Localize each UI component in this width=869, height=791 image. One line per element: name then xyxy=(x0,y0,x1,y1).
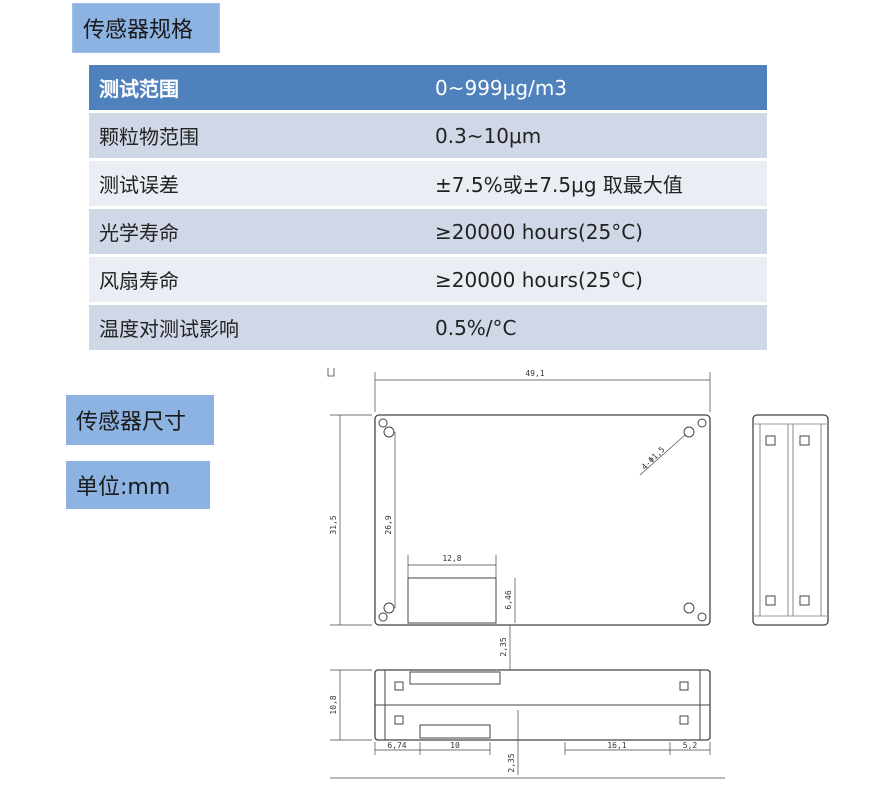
mount-hole xyxy=(697,612,707,622)
row-label: 测试误差 xyxy=(89,161,425,206)
dim-right-length: 16,1 xyxy=(607,741,626,750)
dim-left-offset: 6,74 xyxy=(387,741,406,750)
table-row: 颗粒物范围 0.3~10μm xyxy=(89,113,767,158)
row-value: ≥20000 hours(25°C) xyxy=(425,257,767,302)
dim-window-height: 6,46 xyxy=(504,590,513,609)
row-value: ≥20000 hours(25°C) xyxy=(425,209,767,254)
mount-hole xyxy=(378,612,388,622)
dim-gap: 2,35 xyxy=(499,637,508,656)
spec-table: 测试范围 0~999μg/m3 颗粒物范围 0.3~10μm 测试误差 ±7.5… xyxy=(89,62,767,353)
dim-hole-distance: 26,9 xyxy=(384,515,393,534)
row-label: 光学寿命 xyxy=(89,209,425,254)
row-label: 测试范围 xyxy=(89,65,425,110)
row-label: 风扇寿命 xyxy=(89,257,425,302)
unit-label: 单位:mm xyxy=(66,461,210,509)
dim-side-height: 10,8 xyxy=(329,695,338,714)
dim-bottom-gap: 2,35 xyxy=(507,753,516,772)
dim-window-width: 12,8 xyxy=(442,554,461,563)
dim-port-width: 10 xyxy=(450,741,460,750)
dim-right-offset: 5,2 xyxy=(683,741,698,750)
dimension-drawing: 49,1 31,5 26,9 12,8 6,46 4-Φ1,5 2,35 10,… xyxy=(327,368,829,779)
dim-top-width: 49,1 xyxy=(525,369,544,378)
mount-hole xyxy=(378,418,388,428)
table-row: 风扇寿命 ≥20000 hours(25°C) xyxy=(89,257,767,302)
row-label: 颗粒物范围 xyxy=(89,113,425,158)
dim-hole-spec: 4-Φ1,5 xyxy=(640,445,667,472)
table-row: 温度对测试影响 0.5%/°C xyxy=(89,305,767,350)
row-value: 0.3~10μm xyxy=(425,113,767,158)
row-value: ±7.5%或±7.5μg 取最大值 xyxy=(425,161,767,206)
sensor-window xyxy=(407,577,497,624)
dim-height: 31,5 xyxy=(329,515,338,534)
table-row: 光学寿命 ≥20000 hours(25°C) xyxy=(89,209,767,254)
end-view-body xyxy=(752,414,829,626)
row-value: 0.5%/°C xyxy=(425,305,767,350)
row-label: 温度对测试影响 xyxy=(89,305,425,350)
mount-hole xyxy=(697,418,707,428)
table-row: 测试误差 ±7.5%或±7.5μg 取最大值 xyxy=(89,161,767,206)
dimension-title: 传感器尺寸 xyxy=(66,395,214,445)
table-row: 测试范围 0~999μg/m3 xyxy=(89,65,767,110)
spec-title: 传感器规格 xyxy=(72,3,220,53)
row-value: 0~999μg/m3 xyxy=(425,65,767,110)
top-view-body xyxy=(374,414,711,626)
